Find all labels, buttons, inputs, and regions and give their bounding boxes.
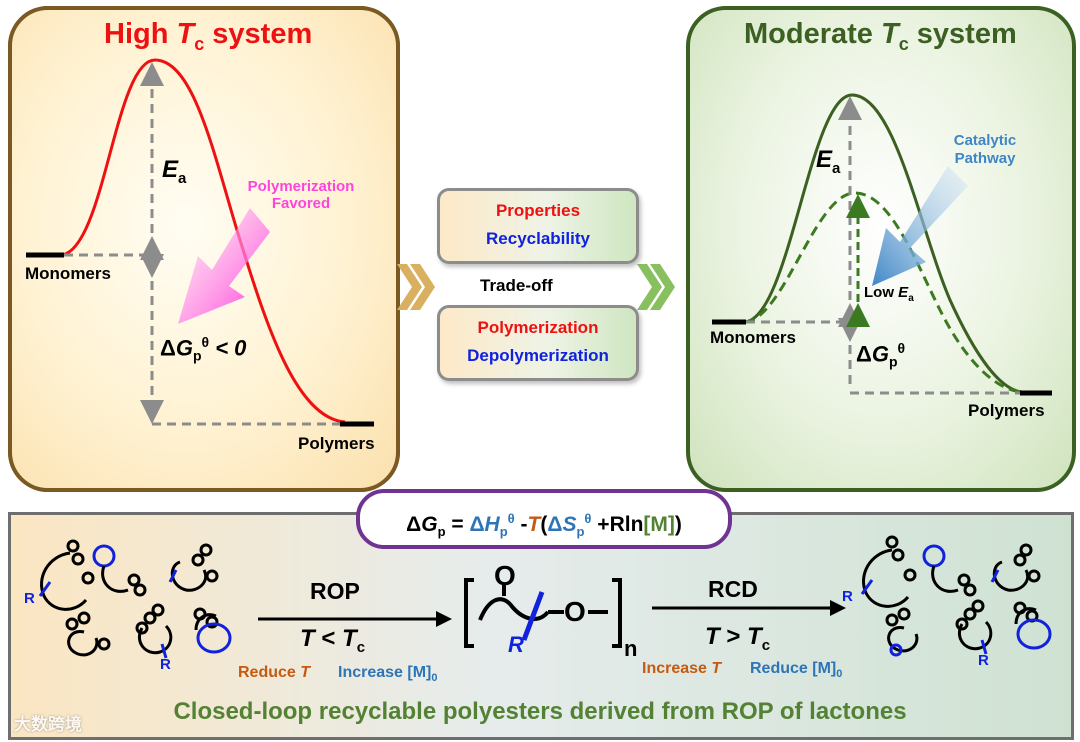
moderate-tc-energy-curve [744,93,1023,394]
rcd-condition: T > Tc [705,623,771,654]
catalytic-pathway-arrow [872,166,968,286]
lactone-monomers-left [38,539,232,659]
gibbs-equation: ΔGp = ΔHpθ -T(ΔSpθ +Rln[M]) [356,489,732,549]
rcd-reduce-m: Reduce [M]0 [750,660,843,681]
lactone-monomers-right [860,535,1052,657]
polymerization-favored-label: Polymerization Favored [247,178,355,212]
delta-g-label-left: ΔGpθ < 0 [160,334,247,364]
monomers-label-left: Monomers [25,264,111,283]
r-label-right: R [842,588,853,605]
polymer-r-label: R [508,632,524,657]
catalytic-pathway-label: Catalytic Pathway [953,132,1017,167]
high-tc-title: High Tc system [104,18,313,54]
r-label-right-2: R [978,652,989,669]
r-label-left: R [24,590,35,607]
moderate-tc-title: Moderate Tc system [744,18,1017,54]
properties-recyclability-box: Properties Recyclability [437,188,639,264]
polymers-label-left: Polymers [298,434,375,453]
watermark: 大数跨境 [14,715,82,734]
rop-reduce-t: Reduce T [238,664,311,681]
rop-condition: T < Tc [300,625,366,656]
polymer-n-label: n [624,636,638,661]
rop-increase-m: Increase [M]0 [338,664,438,685]
low-ea-label: Low Ea [864,284,914,304]
ea-label-right: Ea [816,146,841,177]
polymers-label-right: Polymers [968,401,1045,420]
recyclability-label: Recyclability [486,229,590,248]
r-label-left-2: R [160,656,171,673]
chevron-left-icon [397,264,435,310]
polyester-repeat-unit [464,578,622,648]
polymerization-depolymerization-box: Polymerization Depolymerization [437,305,639,381]
rop-arrowhead [436,611,452,627]
rcd-increase-t: Increase T [642,660,722,677]
polymer-o-label-2: O [564,596,586,627]
polymerization-favored-arrow [178,208,270,324]
catalytic-energy-curve [744,191,1023,394]
closed-loop-footer: Closed-loop recyclable polyesters derive… [173,698,907,725]
properties-label: Properties [495,201,581,220]
delta-g-label-right: ΔGpθ [856,340,906,370]
ea-label-left: Ea [162,156,187,187]
chevron-right-icon [637,264,675,310]
rcd-label: RCD [708,576,758,602]
rop-label: ROP [310,578,360,604]
tradeoff-label: Trade-off [480,276,553,295]
monomers-label-right: Monomers [710,328,796,347]
polymer-o-label-1: O [494,560,516,591]
polymerization-label: Polymerization [477,318,599,337]
depolymerization-label: Depolymerization [467,346,609,365]
high-tc-energy-curve [61,58,346,424]
rcd-arrowhead [830,600,846,616]
